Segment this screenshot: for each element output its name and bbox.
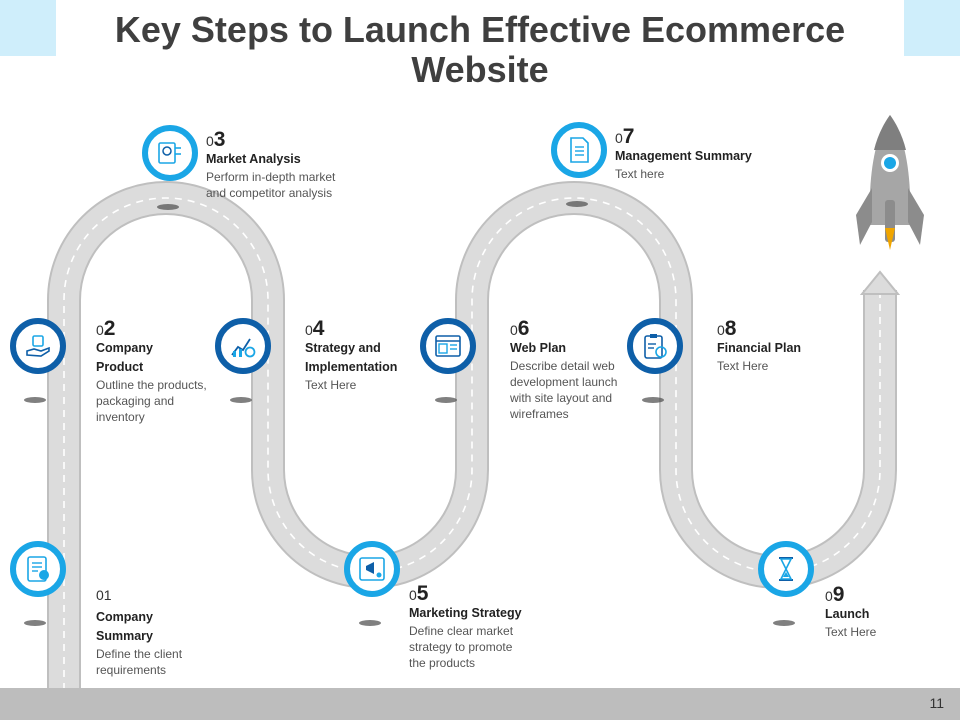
step-number: 08 xyxy=(717,320,837,339)
step-description: Text Here xyxy=(717,358,837,374)
step-3-icon-circle xyxy=(142,125,198,181)
step-number: 02 xyxy=(96,320,221,339)
step-description: Outline the products, packaging and inve… xyxy=(96,377,221,425)
step-number: 03 xyxy=(206,131,346,150)
step-number: 01 xyxy=(96,586,216,604)
step-title: Market Analysis xyxy=(206,150,346,169)
step-9: 09 Launch Text Here xyxy=(825,586,925,640)
step-title: Company Summary xyxy=(96,608,176,646)
page-number: 11 xyxy=(929,695,944,711)
icon-shadow xyxy=(157,204,179,210)
hourglass-icon xyxy=(771,554,801,584)
step-6-icon-circle xyxy=(420,318,476,374)
step-1: 01 Company Summary Define the client req… xyxy=(96,586,216,678)
icon-shadow xyxy=(24,620,46,626)
product-in-hand-icon xyxy=(23,331,53,361)
step-4-icon-circle xyxy=(215,318,271,374)
market-analysis-icon xyxy=(155,138,185,168)
step-title: Marketing Strategy xyxy=(409,604,539,623)
step-title: Strategy and Implementation xyxy=(305,339,415,377)
step-description: Text Here xyxy=(305,377,415,393)
icon-shadow xyxy=(773,620,795,626)
checklist-document-icon xyxy=(23,554,53,584)
strategy-chart-gear-icon xyxy=(228,331,258,361)
step-3: 03 Market Analysis Perform in-depth mark… xyxy=(206,131,346,201)
step-description: Define the client requirements xyxy=(96,646,216,678)
step-7: 07 Management Summary Text here xyxy=(615,128,775,182)
step-title: Company Product xyxy=(96,339,176,377)
step-description: Describe detail web development launch w… xyxy=(510,358,622,422)
step-5-icon-circle xyxy=(344,541,400,597)
step-number: 06 xyxy=(510,320,622,339)
step-number: 05 xyxy=(409,585,539,604)
step-5: 05 Marketing Strategy Define clear marke… xyxy=(409,585,539,671)
step-number: 07 xyxy=(615,128,775,147)
marketing-megaphone-icon xyxy=(357,554,387,584)
step-number: 09 xyxy=(825,586,925,605)
step-description: Define clear market strategy to promote … xyxy=(409,623,519,671)
step-description: Text Here xyxy=(825,624,925,640)
road-arrow-head xyxy=(862,272,898,294)
web-layout-icon xyxy=(433,331,463,361)
icon-shadow xyxy=(230,397,252,403)
step-title: Launch xyxy=(825,605,925,624)
step-description: Perform in-depth market and competitor a… xyxy=(206,169,346,201)
step-1-icon-circle xyxy=(10,541,66,597)
footer-bar: 11 xyxy=(0,688,960,720)
icon-shadow xyxy=(566,201,588,207)
step-2: 02 Company Product Outline the products,… xyxy=(96,320,221,425)
step-title: Management Summary xyxy=(615,147,775,166)
step-number: 04 xyxy=(305,320,415,339)
step-4: 04 Strategy and Implementation Text Here xyxy=(305,320,415,393)
step-title: Web Plan xyxy=(510,339,622,358)
step-2-icon-circle xyxy=(10,318,66,374)
step-description: Text here xyxy=(615,166,775,182)
icon-shadow xyxy=(24,397,46,403)
step-8-icon-circle xyxy=(627,318,683,374)
step-6: 06 Web Plan Describe detail web developm… xyxy=(510,320,622,422)
step-9-icon-circle xyxy=(758,541,814,597)
step-title: Financial Plan xyxy=(717,339,837,358)
summary-document-icon xyxy=(564,135,594,165)
rocket-icon xyxy=(856,115,924,250)
icon-shadow xyxy=(359,620,381,626)
icon-shadow xyxy=(642,397,664,403)
step-8: 08 Financial Plan Text Here xyxy=(717,320,837,374)
step-7-icon-circle xyxy=(551,122,607,178)
icon-shadow xyxy=(435,397,457,403)
financial-clipboard-icon xyxy=(640,331,670,361)
